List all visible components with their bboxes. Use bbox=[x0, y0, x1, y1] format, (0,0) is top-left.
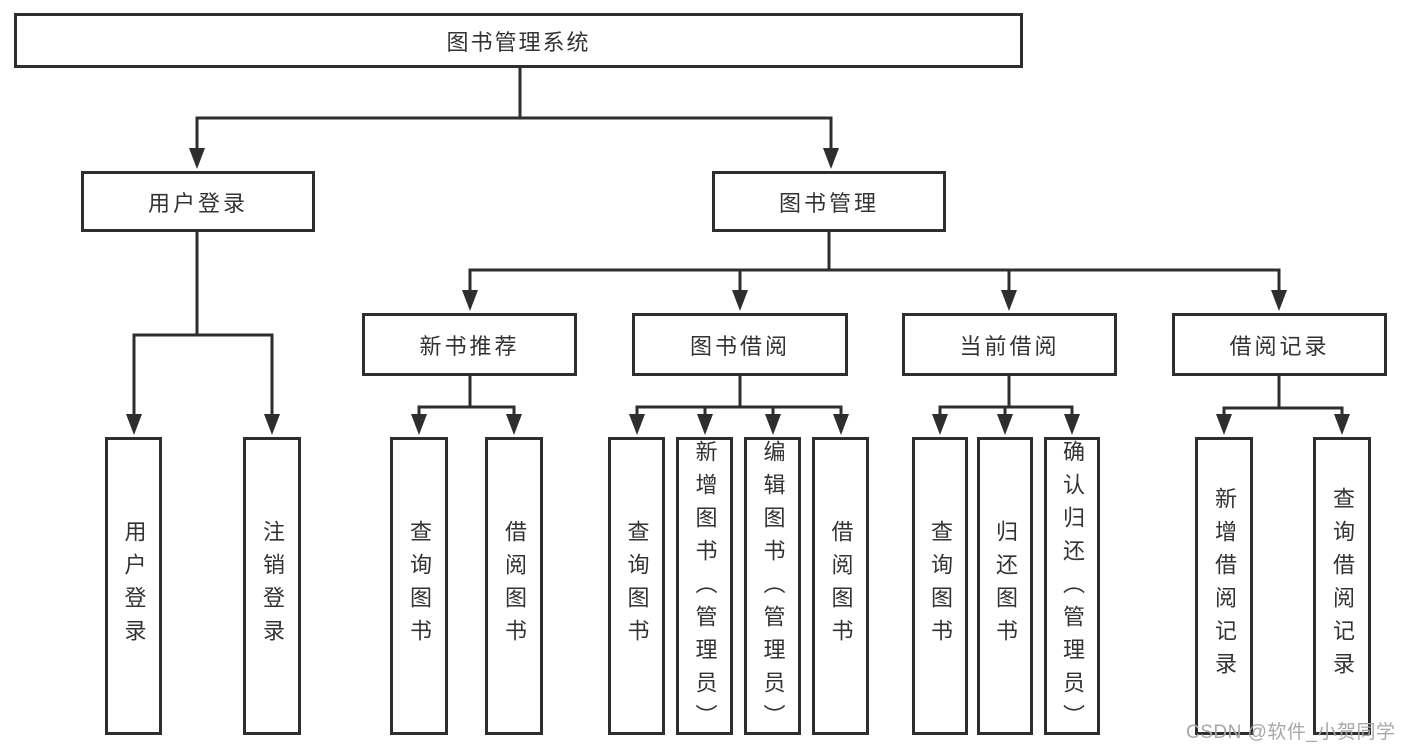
arrow-down-icon bbox=[732, 290, 748, 311]
edges-current-borrowing bbox=[938, 375, 1074, 419]
arrow-down-icon bbox=[997, 414, 1013, 435]
arrow-down-icon bbox=[506, 414, 522, 435]
leaf-logout: 注销登录 bbox=[243, 437, 301, 735]
leaf-query-books: 查询图书 bbox=[390, 437, 448, 735]
leaf-confirm-return-admin: 确认归还（管理员） bbox=[1044, 437, 1100, 737]
arrow-down-icon bbox=[765, 414, 781, 435]
arrow-down-icon bbox=[1064, 414, 1080, 435]
node-borrowing-records: 借阅记录 bbox=[1172, 313, 1387, 376]
edges-root bbox=[195, 67, 833, 150]
leaf-query-borrow-record: 查询借阅记录 bbox=[1313, 437, 1371, 735]
edges-user-login bbox=[132, 231, 274, 417]
node-root: 图书管理系统 bbox=[14, 13, 1023, 68]
arrow-down-icon bbox=[1216, 414, 1232, 435]
node-book-management: 图书管理 bbox=[712, 171, 946, 232]
leaf-return-books: 归还图书 bbox=[977, 437, 1033, 735]
node-book-borrowing: 图书借阅 bbox=[632, 313, 848, 376]
arrow-down-icon bbox=[126, 414, 142, 435]
arrow-down-icon bbox=[1001, 290, 1017, 311]
arrow-down-icon bbox=[411, 414, 427, 435]
edges-book-management bbox=[468, 231, 1281, 294]
arrow-down-icon bbox=[823, 148, 839, 169]
leaf-add-books-admin: 新增图书（管理员） bbox=[676, 437, 733, 737]
arrow-down-icon bbox=[932, 414, 948, 435]
arrow-down-icon bbox=[697, 414, 713, 435]
leaf-query-books: 查询图书 bbox=[912, 437, 968, 735]
leaf-query-books: 查询图书 bbox=[608, 437, 665, 735]
arrow-down-icon bbox=[189, 148, 205, 169]
edges-new-book-recommend bbox=[417, 375, 516, 419]
edges-book-borrowing bbox=[635, 375, 843, 419]
leaf-borrow-books: 借阅图书 bbox=[485, 437, 543, 735]
leaf-user-login: 用户登录 bbox=[105, 437, 162, 735]
node-current-borrowing: 当前借阅 bbox=[902, 313, 1117, 376]
arrow-down-icon bbox=[1334, 414, 1350, 435]
arrow-down-icon bbox=[833, 414, 849, 435]
edges-borrowing-records bbox=[1222, 375, 1344, 419]
node-user-login: 用户登录 bbox=[81, 171, 315, 232]
arrow-down-icon bbox=[1271, 290, 1287, 311]
leaf-add-borrow-record: 新增借阅记录 bbox=[1195, 437, 1253, 735]
arrow-down-icon bbox=[629, 414, 645, 435]
node-new-book-recommendation: 新书推荐 bbox=[362, 313, 577, 376]
arrow-down-icon bbox=[462, 290, 478, 311]
watermark: CSDN @软件_小贺同学 bbox=[1186, 722, 1396, 743]
arrow-down-icon bbox=[264, 414, 280, 435]
leaf-edit-books-admin: 编辑图书（管理员） bbox=[744, 437, 801, 737]
leaf-borrow-books: 借阅图书 bbox=[812, 437, 869, 735]
